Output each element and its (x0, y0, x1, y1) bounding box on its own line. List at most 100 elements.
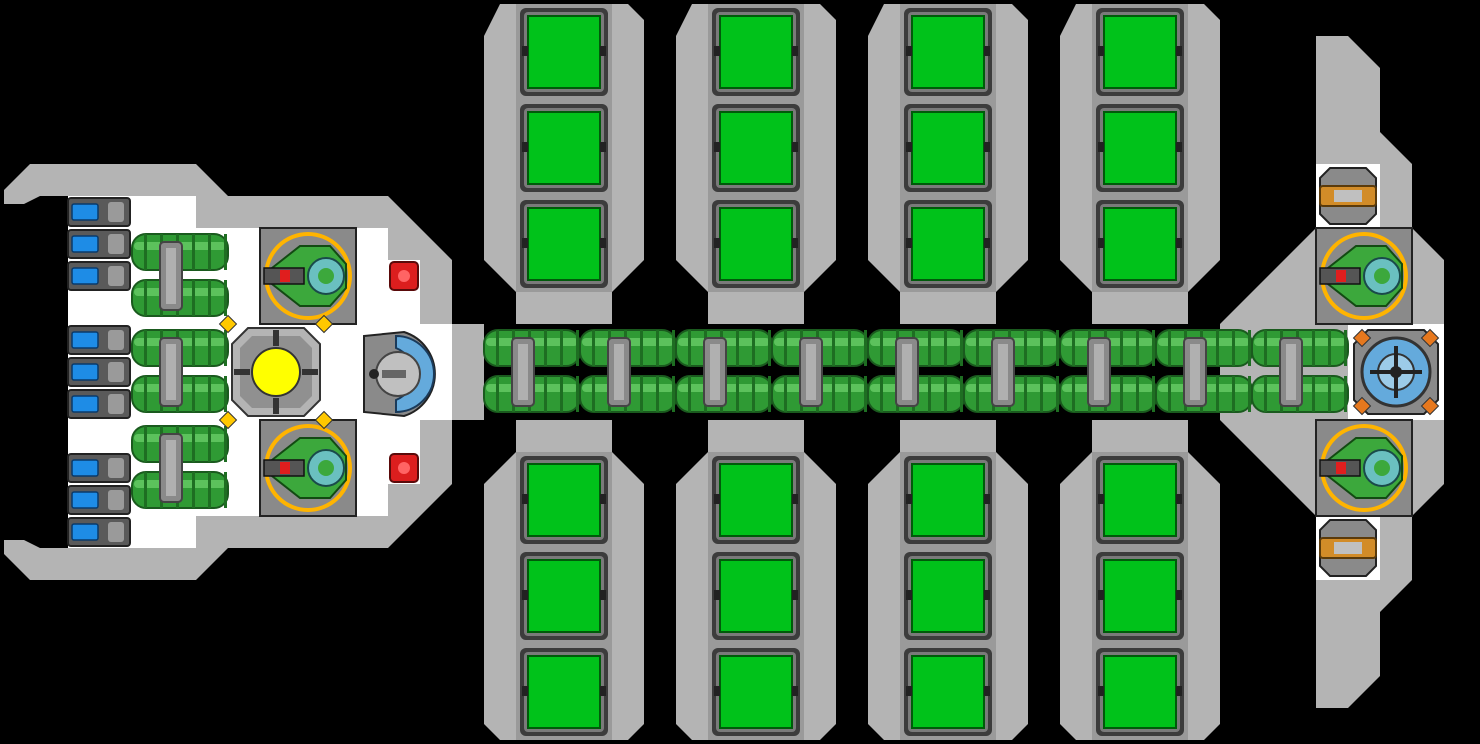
cargo-fill (911, 655, 985, 729)
cargo-latch-left (1098, 46, 1104, 56)
pipe-segment (579, 329, 677, 413)
cargo-fill (911, 463, 985, 537)
gyroscope-icon[interactable] (1352, 328, 1440, 416)
pipe-segment (1059, 329, 1157, 413)
cargo-latch-right (984, 238, 990, 248)
cargo-latch-left (906, 238, 912, 248)
cargo-container[interactable] (1092, 100, 1188, 196)
battery-cell[interactable] (67, 197, 131, 227)
pipe-rib (224, 472, 227, 508)
battery-terminal (108, 490, 124, 510)
pipe-rib (944, 376, 947, 412)
pipe-junction-core (710, 344, 720, 400)
cargo-latch-left (906, 590, 912, 600)
pipe-rib (560, 376, 563, 412)
cargo-container[interactable] (516, 548, 612, 644)
cargo-container[interactable] (1092, 452, 1188, 548)
cargo-container[interactable] (708, 4, 804, 100)
battery-charge (71, 267, 99, 285)
pipe-rib (544, 376, 547, 412)
pipe-rib (976, 330, 979, 366)
battery-cell[interactable] (67, 517, 131, 547)
cargo-container[interactable] (900, 548, 996, 644)
battery-cell[interactable] (67, 357, 131, 387)
cargo-latch-left (1098, 686, 1104, 696)
pipe-rib (144, 234, 147, 270)
cargo-container[interactable] (1092, 196, 1188, 292)
turret-icon[interactable] (1315, 227, 1413, 325)
battery-cell[interactable] (67, 389, 131, 419)
battery-cell[interactable] (67, 261, 131, 291)
alarm-light-icon[interactable] (389, 261, 419, 291)
pipe-rib (224, 376, 227, 412)
cargo-container[interactable] (516, 644, 612, 740)
pipe-segment (771, 329, 869, 413)
cargo-latch-right (600, 142, 606, 152)
pipe-rib (880, 330, 883, 366)
pipe-rib (928, 330, 931, 366)
pipe-segment (131, 233, 229, 317)
cargo-latch-right (792, 590, 798, 600)
pipe-rib (560, 330, 563, 366)
battery-cell[interactable] (67, 229, 131, 259)
cargo-container[interactable] (900, 644, 996, 740)
pipe-rib (144, 376, 147, 412)
pipe-junction-core (518, 344, 528, 400)
cargo-latch-left (714, 494, 720, 504)
cargo-latch-left (714, 590, 720, 600)
cargo-container[interactable] (516, 452, 612, 548)
cargo-latch-left (906, 686, 912, 696)
cargo-container[interactable] (900, 4, 996, 100)
reactor-icon[interactable] (218, 314, 334, 430)
pipe-rib (848, 376, 851, 412)
cargo-container[interactable] (1092, 4, 1188, 100)
cargo-container[interactable] (516, 100, 612, 196)
gyro-corner-light (1420, 396, 1440, 416)
turret-icon[interactable] (259, 227, 357, 325)
battery-cell[interactable] (67, 485, 131, 515)
cargo-container[interactable] (708, 644, 804, 740)
pipe-rib (672, 376, 675, 412)
cargo-latch-left (906, 494, 912, 504)
pipe-rib (592, 330, 595, 366)
pipe-rib (1168, 376, 1171, 412)
turret-icon[interactable] (1315, 419, 1413, 517)
gun-turret-icon[interactable] (1319, 167, 1377, 225)
cargo-container[interactable] (900, 196, 996, 292)
pipe-rib (976, 376, 979, 412)
cargo-container[interactable] (900, 452, 996, 548)
cargo-container[interactable] (708, 452, 804, 548)
cargo-latch-right (984, 142, 990, 152)
alarm-lens (398, 270, 410, 282)
alarm-lens (398, 462, 410, 474)
turret-dome-core (1374, 460, 1390, 476)
cockpit-icon[interactable] (363, 330, 436, 418)
battery-charge (71, 203, 99, 221)
alarm-light-icon[interactable] (389, 453, 419, 483)
cargo-container[interactable] (1092, 644, 1188, 740)
cargo-container[interactable] (708, 196, 804, 292)
pipe-rib (768, 376, 771, 412)
pipe-rib (192, 330, 195, 366)
pipe-segment (675, 329, 773, 413)
cargo-container[interactable] (708, 100, 804, 196)
cargo-fill (719, 559, 793, 633)
battery-terminal (108, 362, 124, 382)
cargo-container[interactable] (900, 100, 996, 196)
cargo-container[interactable] (1092, 548, 1188, 644)
battery-cell[interactable] (67, 453, 131, 483)
cargo-container[interactable] (516, 4, 612, 100)
pipe-segment (1251, 329, 1349, 413)
turret-icon[interactable] (259, 419, 357, 517)
cargo-container[interactable] (708, 548, 804, 644)
battery-cell[interactable] (67, 325, 131, 355)
pipe-rib (736, 376, 739, 412)
cargo-latch-right (984, 686, 990, 696)
gun-turret-icon[interactable] (1319, 519, 1377, 577)
cargo-latch-right (792, 142, 798, 152)
cargo-latch-left (714, 686, 720, 696)
pipe-rib (1216, 376, 1219, 412)
cargo-container[interactable] (516, 196, 612, 292)
battery-charge (71, 491, 99, 509)
cargo-latch-left (522, 686, 528, 696)
